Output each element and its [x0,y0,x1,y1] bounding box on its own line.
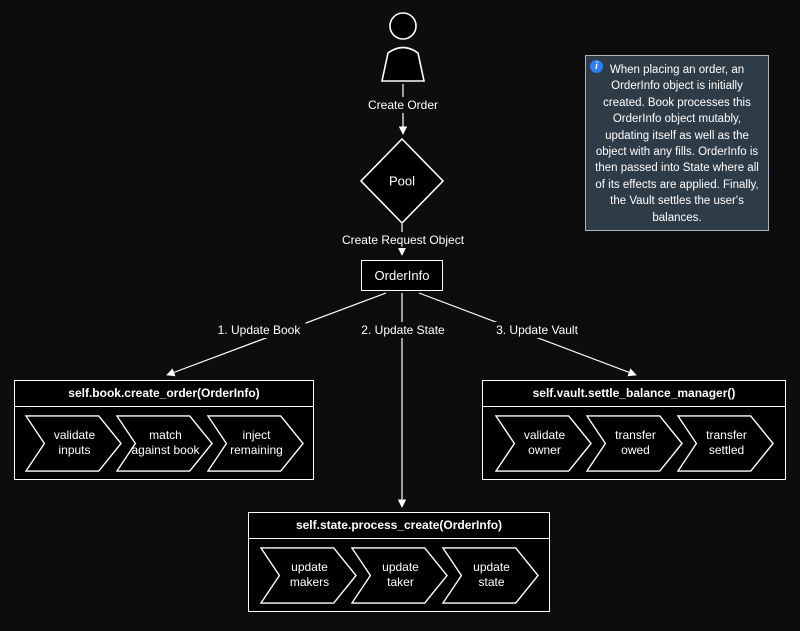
chevron-arrow-icon [351,547,448,604]
chevron-arrow-icon [25,415,122,472]
chevron-arrow-icon [677,415,774,472]
edge-label-update-book: 1. Update Book [212,322,306,338]
pool-diamond [359,137,445,225]
step-chevron: validate inputs [25,415,122,472]
step-label: transfer settled [706,428,747,457]
edge-label-create-order: Create Order [362,97,444,113]
step-label: update makers [289,560,330,589]
step-chevron: update state [442,547,539,604]
chevron-arrow-icon [260,547,357,604]
pool-node-label: Pool [388,173,416,189]
user-actor-icon [381,12,425,82]
chevron-arrow-icon [442,547,539,604]
step-chevron: match against book [116,415,213,472]
edge-label-update-vault: 3. Update Vault [491,322,583,338]
step-chevron: update makers [260,547,357,604]
vault-box-steps: validate owner transfer owed transfer se… [483,407,785,479]
state-box-steps: update makers update taker update state [249,539,549,611]
chevron-arrow-icon [116,415,213,472]
orderinfo-node: OrderInfo [361,260,443,291]
step-chevron: transfer settled [677,415,774,472]
edge-label-create-request: Create Request Object [336,232,470,248]
step-label: update taker [382,560,419,589]
step-chevron: transfer owed [586,415,683,472]
step-label: validate inputs [53,428,96,457]
step-label: update state [473,560,510,589]
edge-label-update-state: 2. Update State [356,322,450,338]
step-label: inject remaining [230,428,283,457]
step-chevron: inject remaining [207,415,304,472]
vault-process-box: self.vault.settle_balance_manager() vali… [482,380,786,480]
step-chevron: update taker [351,547,448,604]
chevron-arrow-icon [207,415,304,472]
vault-box-title: self.vault.settle_balance_manager() [483,381,785,407]
chevron-arrow-icon [586,415,683,472]
step-label: validate owner [523,428,566,457]
state-box-title: self.state.process_create(OrderInfo) [249,513,549,539]
book-box-title: self.book.create_order(OrderInfo) [15,381,313,407]
info-icon [590,60,603,73]
state-process-box: self.state.process_create(OrderInfo) upd… [248,512,550,612]
chevron-arrow-icon [495,415,592,472]
explanation-note: When placing an order, an OrderInfo obje… [585,55,769,231]
step-label: match against book [131,428,200,457]
note-text: When placing an order, an OrderInfo obje… [595,64,759,224]
step-chevron: validate owner [495,415,592,472]
step-label: transfer owed [615,428,656,457]
book-box-steps: validate inputs match against book injec… [15,407,313,479]
book-process-box: self.book.create_order(OrderInfo) valida… [14,380,314,480]
